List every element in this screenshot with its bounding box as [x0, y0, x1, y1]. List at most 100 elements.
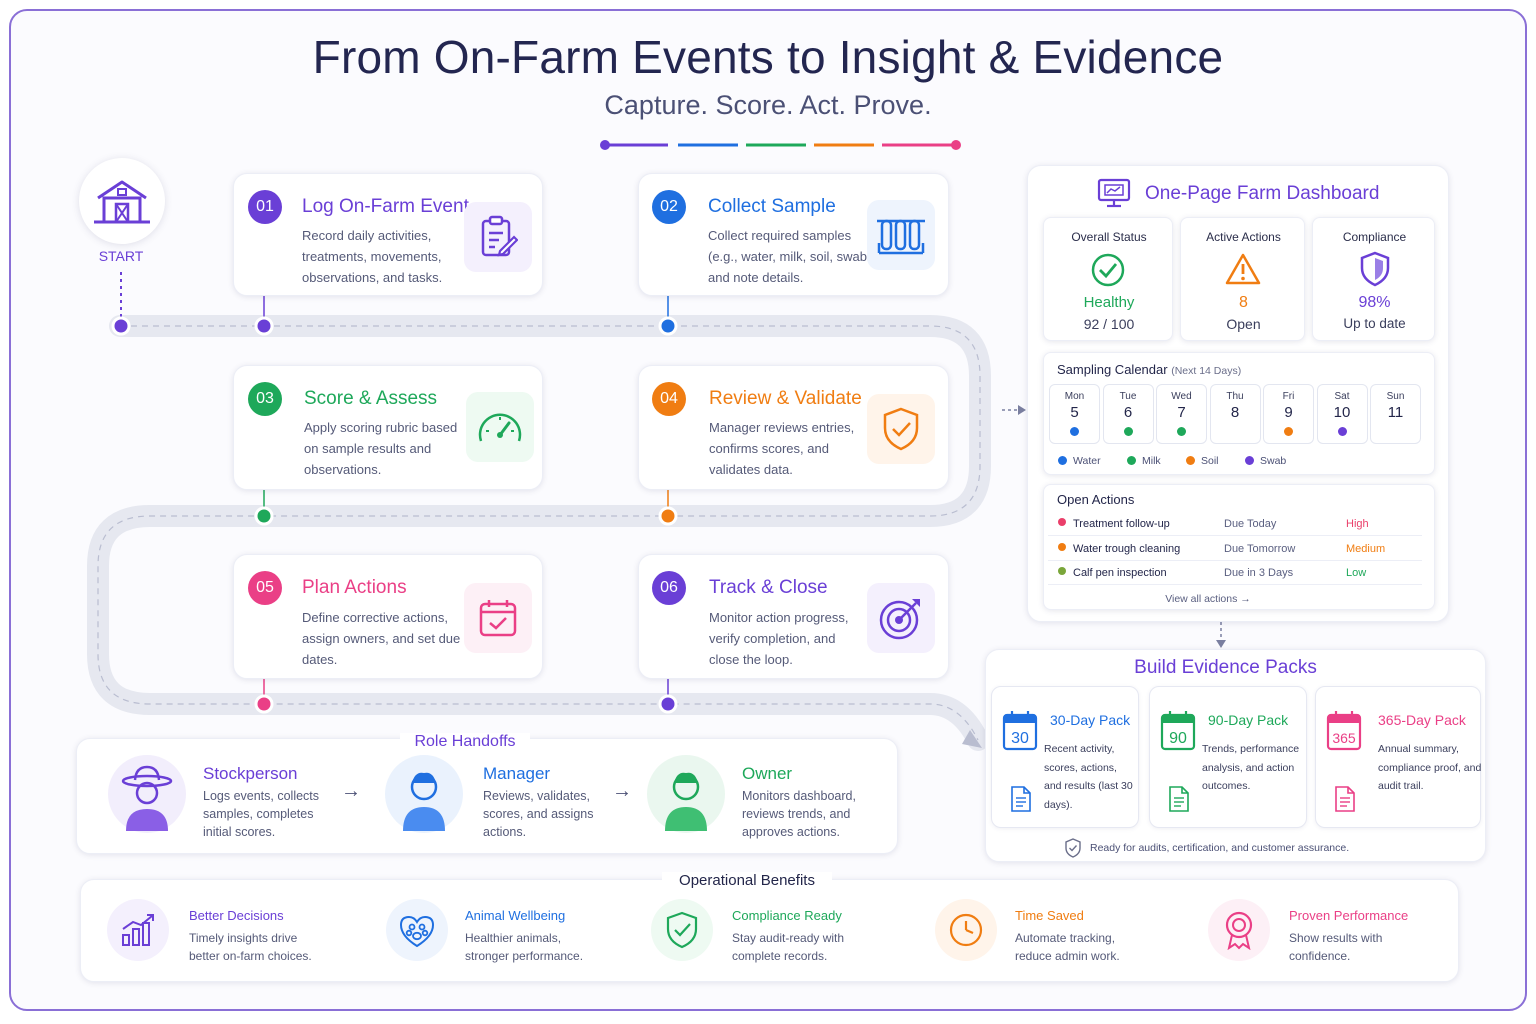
pack-number: 30 — [1011, 730, 1029, 747]
kpi-sub: 92 / 100 — [1083, 316, 1135, 332]
arrow-right-icon: → — [612, 780, 632, 802]
shield-check-icon — [867, 394, 935, 464]
step-title: Plan Actions — [302, 577, 407, 598]
calendar-day[interactable]: Thu 8 — [1209, 384, 1261, 444]
day-date: 10 — [1333, 404, 1351, 421]
warning-icon — [1225, 253, 1261, 285]
step-desc: Manager reviews entries, confirms scores… — [709, 420, 855, 477]
legend-item: Milk — [1127, 455, 1161, 467]
step-desc: Apply scoring rubric based on sample res… — [304, 420, 458, 477]
day-name: Wed — [1171, 391, 1192, 402]
kpi-sub: Open — [1226, 316, 1261, 332]
role-handoffs-title: Role Handoffs — [400, 733, 530, 751]
benefit-desc: Healthier animals, stronger performance. — [465, 931, 584, 963]
step-card-01: 01 Log On-Farm Event Record daily activi… — [233, 173, 543, 296]
document-icon — [1011, 786, 1031, 812]
benefit-desc: Stay audit-ready with complete records. — [732, 931, 845, 963]
calendar-day[interactable]: Wed 7 — [1156, 384, 1207, 444]
paw-heart-icon — [386, 899, 448, 961]
pack-number: 365 — [1332, 730, 1356, 746]
color-underline — [600, 140, 961, 150]
step-number: 06 — [652, 571, 686, 605]
day-name: Sat — [1334, 391, 1350, 402]
open-actions-title: Open Actions — [1057, 492, 1135, 507]
priority-dot — [1058, 542, 1066, 551]
role-name: Owner — [742, 764, 793, 783]
sample-dot — [1177, 427, 1186, 436]
legend-label: Water — [1073, 455, 1101, 467]
legend-dot — [1127, 456, 1136, 465]
benefit-desc: Timely insights drive better on-farm cho… — [189, 931, 312, 963]
action-name: Treatment follow-up — [1073, 518, 1170, 530]
step-number: 05 — [248, 571, 282, 605]
step-card-06: 06 Track & Close Monitor action progress… — [638, 554, 949, 679]
step-card-02: 02 Collect Sample Collect required sampl… — [638, 173, 949, 296]
step-title: Log On-Farm Event — [302, 196, 469, 217]
step-card-03: 03 Score & Assess Apply scoring rubric b… — [233, 365, 543, 490]
arrow-right-icon: → — [341, 780, 361, 802]
evidence-footer: Ready for audits, certification, and cus… — [1090, 842, 1350, 854]
day-date: 5 — [1070, 404, 1079, 421]
legend-item: Soil — [1186, 455, 1219, 467]
role-handoffs — [76, 738, 898, 854]
role-desc: Reviews, validates, scores, and assigns … — [483, 789, 594, 839]
farmer-hat-icon — [121, 765, 173, 831]
kpi-value: 98% — [1358, 294, 1391, 311]
day-name: Sun — [1386, 391, 1405, 402]
day-date: 7 — [1177, 404, 1186, 421]
monitor-icon — [1097, 178, 1131, 208]
legend-label: Soil — [1201, 455, 1219, 467]
day-date: 11 — [1387, 404, 1404, 421]
step-desc: Record daily activities, treatments, mov… — [302, 228, 443, 285]
avatar — [385, 755, 463, 833]
role-name: Stockperson — [203, 764, 298, 783]
day-date: 6 — [1123, 404, 1133, 421]
day-date: 8 — [1230, 404, 1240, 421]
document-icon — [1335, 786, 1355, 812]
document-icon — [1169, 786, 1189, 812]
page-title: From On-Farm Events to Insight & Evidenc… — [312, 31, 1224, 83]
calendar-day[interactable]: Sat 10 — [1316, 384, 1368, 444]
clock-icon — [935, 899, 997, 961]
step-number: 04 — [652, 382, 686, 416]
legend-label: Swab — [1260, 455, 1287, 467]
shield-check-icon — [1065, 838, 1081, 858]
legend-item: Water — [1058, 455, 1101, 467]
step-title: Score & Assess — [304, 388, 438, 409]
pack-desc: Trends, performance analysis, and action… — [1202, 743, 1300, 792]
kpi-active-actions: Active Actions 8 Open — [1180, 217, 1305, 341]
shield-icon — [1360, 251, 1390, 287]
benefit-title: Proven Performance — [1289, 908, 1409, 923]
sample-dot — [1337, 427, 1347, 436]
shield-check-icon — [651, 899, 713, 961]
bar-chart-icon — [107, 899, 169, 961]
action-due: Due Tomorrow — [1224, 542, 1296, 555]
view-all-actions-link[interactable]: View all actions → — [1165, 593, 1251, 605]
calendar-pack-icon — [1002, 711, 1038, 751]
barn-icon — [94, 180, 150, 224]
benefit-desc: Show results with confidence. — [1289, 931, 1383, 963]
kpi-label: Active Actions — [1206, 230, 1281, 244]
calendar-day[interactable]: Sun 11 — [1370, 384, 1421, 444]
avatar — [108, 755, 186, 833]
start-badge — [79, 158, 165, 244]
clipboard-edit-icon — [464, 202, 532, 272]
kpi-sub: Up to date — [1343, 316, 1406, 331]
pack-title: 90-Day Pack — [1208, 712, 1289, 728]
pack-desc: Annual summary, compliance proof, and au… — [1378, 743, 1482, 792]
kpi-value: Healthy — [1083, 294, 1135, 311]
award-icon — [1208, 899, 1270, 961]
target-icon — [867, 583, 935, 653]
manager-person-icon — [403, 772, 445, 831]
sample-dot — [1123, 427, 1133, 436]
day-name: Thu — [1226, 391, 1244, 402]
